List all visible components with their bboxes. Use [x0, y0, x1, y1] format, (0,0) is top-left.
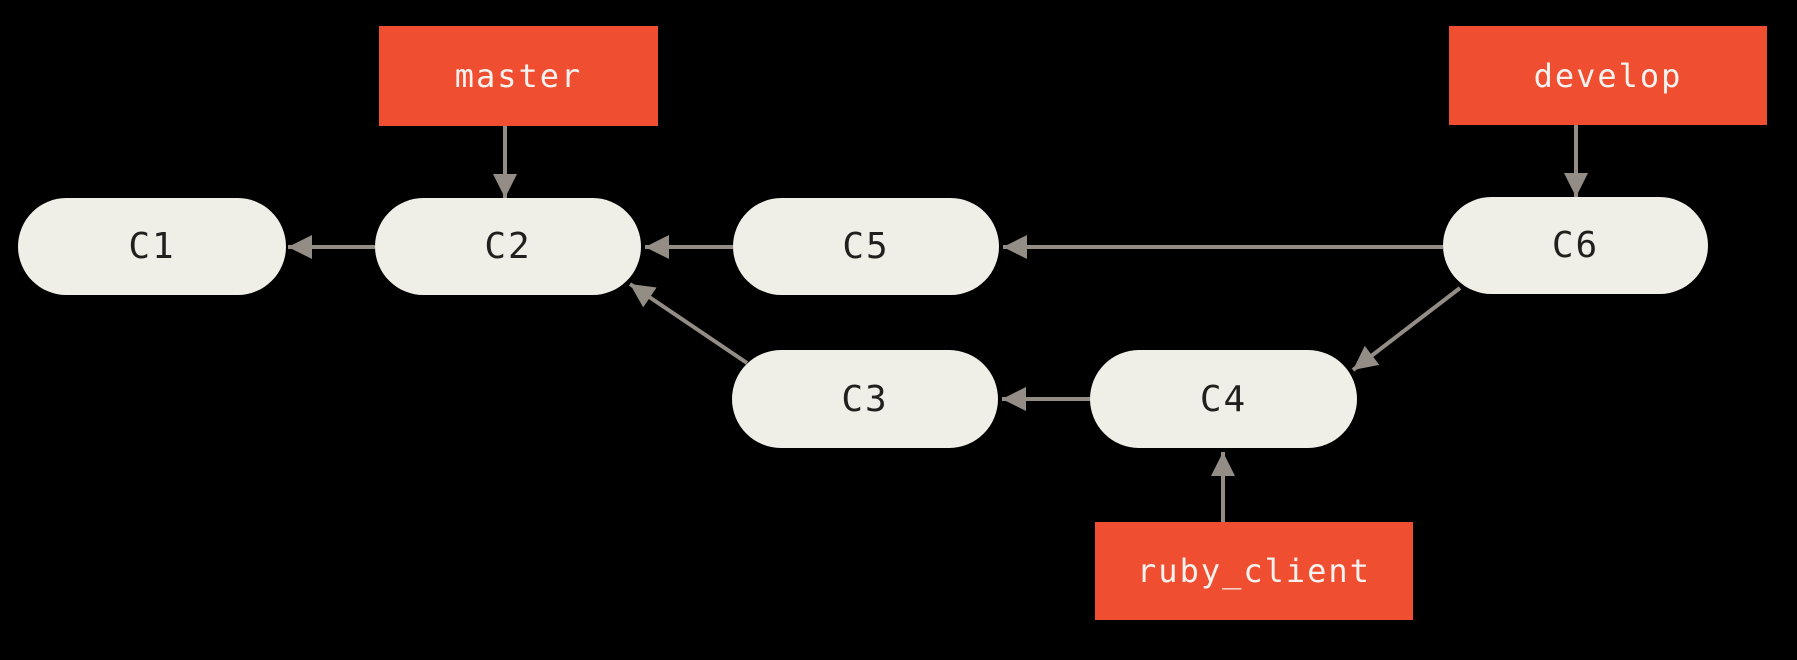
commit-node-c5: C5: [733, 198, 999, 295]
arrow-c6-to-c4: [1351, 286, 1462, 372]
branch-label-master: master: [379, 26, 658, 126]
commit-node-c3: C3: [732, 350, 998, 448]
commit-node-c1: C1: [18, 198, 286, 295]
commit-node-c4: C4: [1090, 350, 1357, 448]
branch-label-develop: develop: [1449, 26, 1767, 125]
branch-label-ruby-client: ruby_client: [1095, 522, 1413, 620]
commit-node-c2: C2: [375, 198, 641, 295]
commit-node-c6: C6: [1443, 197, 1708, 294]
arrow-c3-to-c2: [628, 282, 749, 365]
